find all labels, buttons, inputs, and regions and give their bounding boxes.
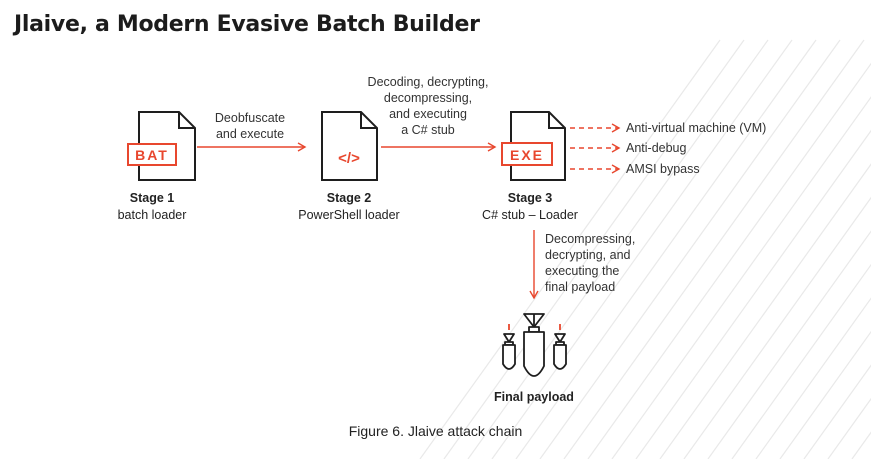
background-line [443,39,745,459]
code-file-icon: </> [321,111,378,181]
bat-icon-text: BAT [135,147,169,163]
background-line [731,263,871,459]
edge2-label: Decoding, decrypting,decompressing,and e… [367,75,489,137]
background-line [587,62,871,459]
background-line [683,196,871,459]
background-line [779,330,871,459]
background-line [515,39,817,459]
code-icon-text: </> [338,150,360,167]
background-line [491,39,793,459]
background-line [707,230,871,459]
background-line [803,364,871,459]
background-line [611,96,871,459]
background-line [419,39,721,459]
batch-file-icon: BAT [127,111,196,181]
exe-file-icon: EXE [501,111,566,181]
feature-amsi-bypass: AMSI bypass [626,162,700,176]
background-line [563,39,865,459]
figure-caption: Figure 6. Jlaive attack chain [348,423,523,439]
background-line [467,39,769,459]
exe-icon-text: EXE [510,147,544,163]
bombs-icon [502,313,567,377]
feature-anti-debug: Anti-debug [626,141,687,155]
page-title: Jlaive, a Modern Evasive Batch Builder [14,12,480,37]
background-line [755,297,871,459]
background-line [659,163,871,459]
background-line [635,129,871,459]
feature-anti-vm: Anti-virtual machine (VM) [626,121,767,135]
final-payload-label: Final payload [494,390,574,404]
background-line [539,39,841,459]
